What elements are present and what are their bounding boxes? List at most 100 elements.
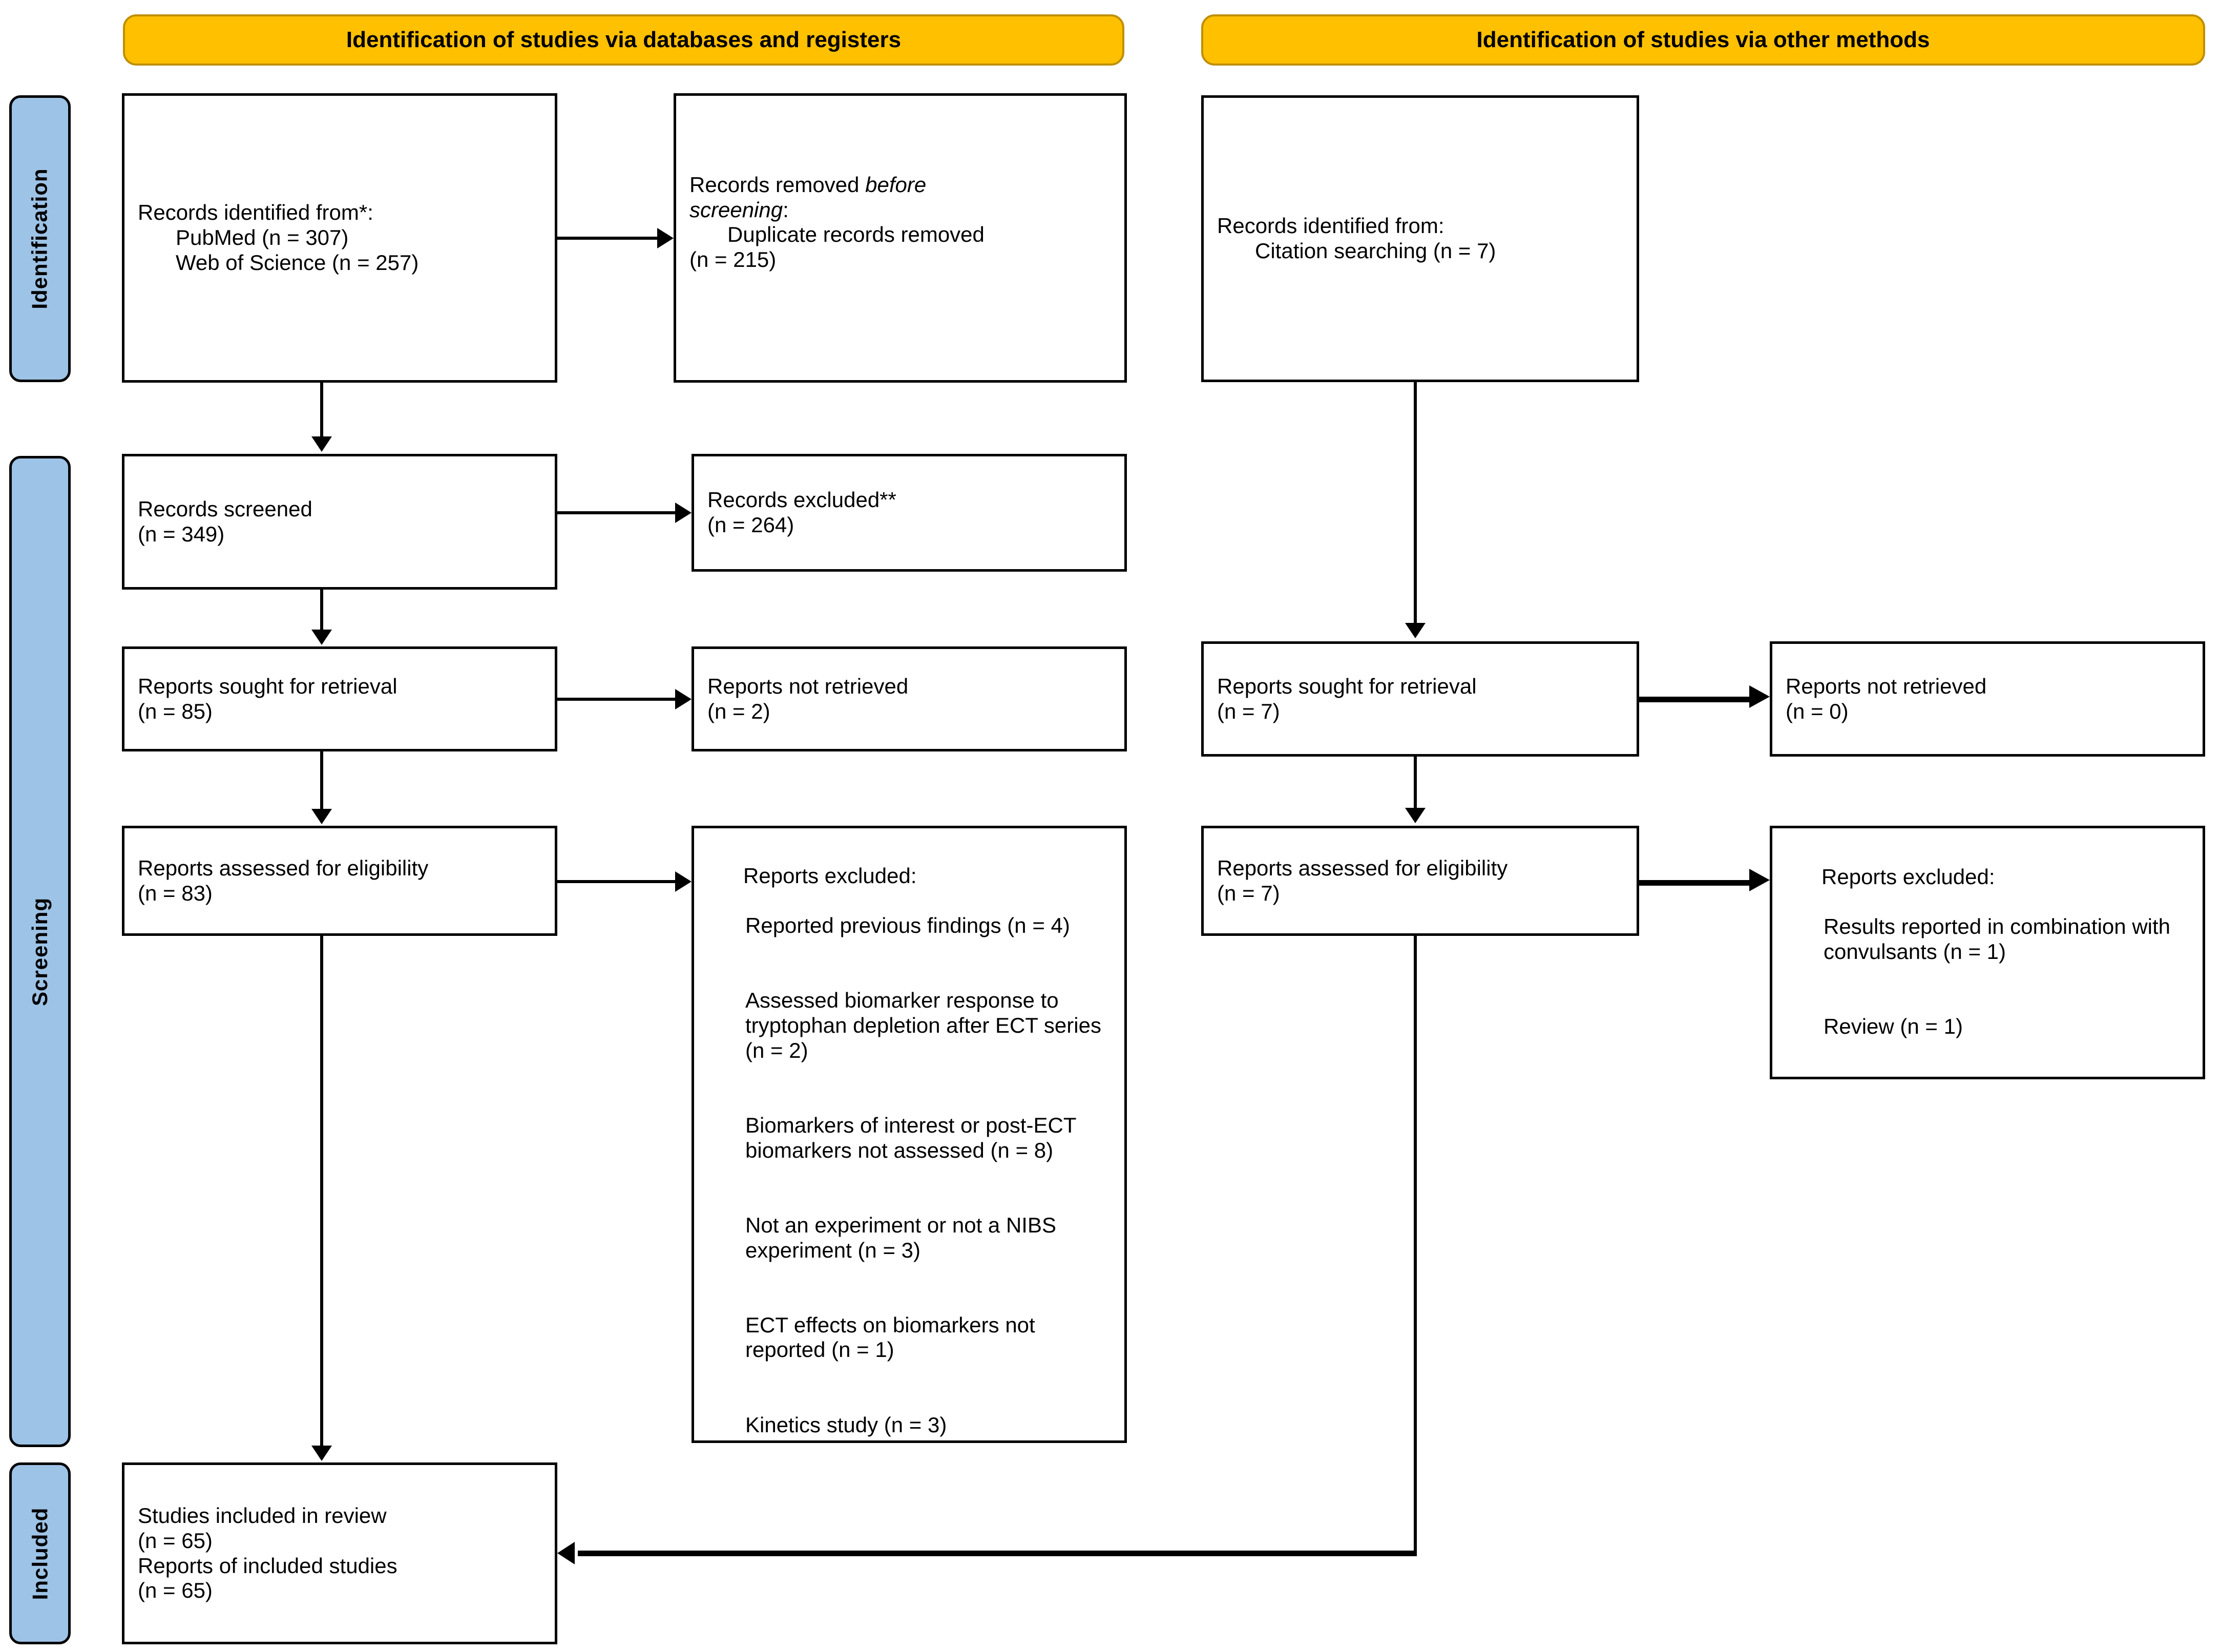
box-records-excluded-text: Records excluded**(n = 264): [694, 488, 1124, 537]
arrowhead-assessed-to-included: [311, 1446, 332, 1461]
records-identified-other-line2: Citation searching (n = 7): [1255, 239, 1496, 263]
records-removed-italic-screening: screening: [689, 197, 783, 222]
box-reports-excluded-other: Reports excluded: Results reported in co…: [1770, 826, 2205, 1079]
reports-excluded-other-reason-0: Results reported in combination with con…: [1824, 914, 2176, 964]
box-reports-excluded-databases-text: Reports excluded: Reported previous find…: [694, 828, 1124, 1440]
records-excluded-line1: Records excluded**: [707, 488, 896, 512]
studies-included-line1: Studies included in review: [138, 1503, 387, 1528]
reports-not-retrieved-other-line2: (n = 0): [1786, 699, 1849, 723]
box-records-screened: Records screened(n = 349): [122, 454, 557, 590]
connector-other-identified-to-sought: [1414, 382, 1417, 623]
reports-excluded-db-reason-1: Assessed biomarker response to tryptopha…: [745, 988, 1107, 1062]
arrowhead-identified-to-removed: [657, 228, 674, 248]
reports-assessed-db-line2: (n = 83): [138, 881, 213, 905]
reports-excluded-other-reason-1: Review (n = 1): [1824, 1014, 1963, 1039]
records-identified-line1: Records identified from*:: [138, 200, 373, 225]
reports-excluded-db-reason-4: ECT effects on biomarkers not reported (…: [745, 1312, 1041, 1362]
connector-sought-to-notretrieved: [557, 698, 675, 701]
connector-assessed-to-excluded: [557, 880, 675, 883]
box-records-screened-text: Records screened(n = 349): [124, 497, 555, 547]
records-identified-line2: PubMed (n = 307): [176, 225, 349, 250]
box-records-identified-databases: Records identified from*:PubMed (n = 307…: [122, 93, 557, 383]
connector-other-assessed-down: [1414, 936, 1417, 1553]
connector-screened-to-excluded: [557, 511, 675, 514]
box-reports-assessed-other: Reports assessed for eligibility(n = 7): [1201, 826, 1639, 936]
connector-other-sought-to-assessed: [1414, 757, 1417, 808]
box-reports-not-retrieved-databases-text: Reports not retrieved(n = 2): [694, 674, 1124, 724]
box-reports-sought-databases: Reports sought for retrieval(n = 85): [122, 646, 557, 751]
reports-assessed-db-line1: Reports assessed for eligibility: [138, 855, 429, 880]
arrowhead-other-sought-to-notretrieved: [1749, 685, 1770, 708]
connector-assessed-to-included: [320, 936, 323, 1446]
reports-excluded-db-reason-3: Not an experiment or not a NIBS experime…: [745, 1212, 1062, 1262]
stage-label-included-text: Included: [28, 1507, 52, 1600]
arrowhead-identified-to-screened: [311, 436, 332, 452]
box-reports-assessed-databases: Reports assessed for eligibility(n = 83): [122, 826, 557, 936]
header-other-methods: Identification of studies via other meth…: [1201, 14, 2205, 66]
arrowhead-sought-to-notretrieved: [675, 689, 692, 709]
box-records-excluded: Records excluded**(n = 264): [692, 454, 1127, 572]
box-reports-assessed-databases-text: Reports assessed for eligibility(n = 83): [124, 856, 555, 906]
connector-other-sought-to-notretrieved: [1639, 697, 1749, 702]
records-removed-line3: Duplicate records removed: [727, 222, 985, 247]
box-records-removed-text: Records removed before screening:Duplicat…: [676, 96, 1124, 273]
connector-sought-to-assessed: [320, 751, 323, 809]
arrowhead-screened-to-sought: [311, 630, 332, 645]
box-studies-included: Studies included in review(n = 65)Report…: [122, 1462, 557, 1644]
box-records-identified-other-text: Records identified from:Citation searchi…: [1204, 214, 1637, 263]
box-reports-not-retrieved-databases: Reports not retrieved(n = 2): [692, 646, 1127, 751]
reports-excluded-db-reason-2: Biomarkers of interest or post-ECT bioma…: [745, 1113, 1082, 1162]
stage-label-included: Included: [9, 1462, 71, 1644]
box-reports-excluded-other-text: Reports excluded: Results reported in co…: [1772, 828, 2203, 1077]
arrowhead-other-assessed-to-excluded: [1749, 869, 1770, 891]
stage-label-screening-text: Screening: [28, 897, 52, 1006]
arrowhead-assessed-to-excluded: [675, 871, 692, 892]
box-reports-sought-databases-text: Reports sought for retrieval(n = 85): [124, 674, 555, 724]
connector-other-assessed-to-excluded: [1639, 880, 1749, 886]
connector-screened-to-sought: [320, 590, 323, 630]
box-records-identified-databases-text: Records identified from*:PubMed (n = 307…: [124, 200, 555, 275]
records-removed-line1: Records removed: [689, 173, 866, 197]
box-reports-not-retrieved-other-text: Reports not retrieved(n = 0): [1772, 674, 2203, 724]
arrowhead-other-into-included: [557, 1542, 575, 1564]
connector-other-into-included: [578, 1551, 1417, 1556]
studies-included-line4: (n = 65): [138, 1578, 213, 1603]
records-removed-colon: :: [783, 197, 789, 222]
header-databases-registers: Identification of studies via databases …: [123, 14, 1124, 66]
box-reports-sought-other: Reports sought for retrieval(n = 7): [1201, 641, 1639, 757]
box-studies-included-text: Studies included in review(n = 65)Report…: [124, 1503, 555, 1603]
stage-label-identification-text: Identification: [28, 168, 52, 309]
reports-assessed-other-line1: Reports assessed for eligibility: [1217, 855, 1508, 880]
reports-sought-db-line2: (n = 85): [138, 699, 213, 723]
records-identified-line3: Web of Science (n = 257): [176, 250, 419, 275]
stage-label-screening: Screening: [9, 456, 71, 1447]
reports-assessed-other-line2: (n = 7): [1217, 881, 1280, 905]
connector-identified-to-removed: [557, 237, 657, 240]
reports-not-retrieved-db-line1: Reports not retrieved: [707, 674, 909, 698]
reports-sought-other-line1: Reports sought for retrieval: [1217, 674, 1477, 698]
box-records-removed-before-screening: Records removed before screening:Duplicat…: [674, 93, 1127, 383]
stage-label-identification: Identification: [9, 95, 71, 382]
box-reports-not-retrieved-other: Reports not retrieved(n = 0): [1770, 641, 2205, 757]
records-excluded-line2: (n = 264): [707, 513, 794, 537]
records-removed-italic-before: before: [865, 173, 927, 197]
box-reports-excluded-databases: Reports excluded: Reported previous find…: [692, 826, 1127, 1443]
reports-sought-other-line2: (n = 7): [1217, 699, 1280, 723]
studies-included-line3: Reports of included studies: [138, 1553, 397, 1578]
records-screened-line1: Records screened: [138, 496, 312, 521]
arrowhead-other-sought-to-assessed: [1405, 808, 1426, 823]
reports-excluded-db-title: Reports excluded:: [743, 863, 917, 888]
box-reports-assessed-other-text: Reports assessed for eligibility(n = 7): [1204, 856, 1637, 906]
reports-not-retrieved-db-line2: (n = 2): [707, 699, 770, 723]
records-identified-other-line1: Records identified from:: [1217, 214, 1444, 238]
reports-excluded-db-reason-0: Reported previous findings (n = 4): [745, 913, 1070, 938]
records-removed-line4: (n = 215): [689, 247, 777, 272]
box-reports-sought-other-text: Reports sought for retrieval(n = 7): [1204, 674, 1637, 724]
reports-excluded-db-reason-5: Kinetics study (n = 3): [745, 1412, 947, 1437]
reports-not-retrieved-other-line1: Reports not retrieved: [1786, 674, 1987, 698]
box-records-identified-other: Records identified from:Citation searchi…: [1201, 95, 1639, 382]
studies-included-line2: (n = 65): [138, 1528, 213, 1553]
reports-sought-db-line1: Reports sought for retrieval: [138, 674, 397, 698]
arrowhead-screened-to-excluded: [675, 503, 692, 523]
